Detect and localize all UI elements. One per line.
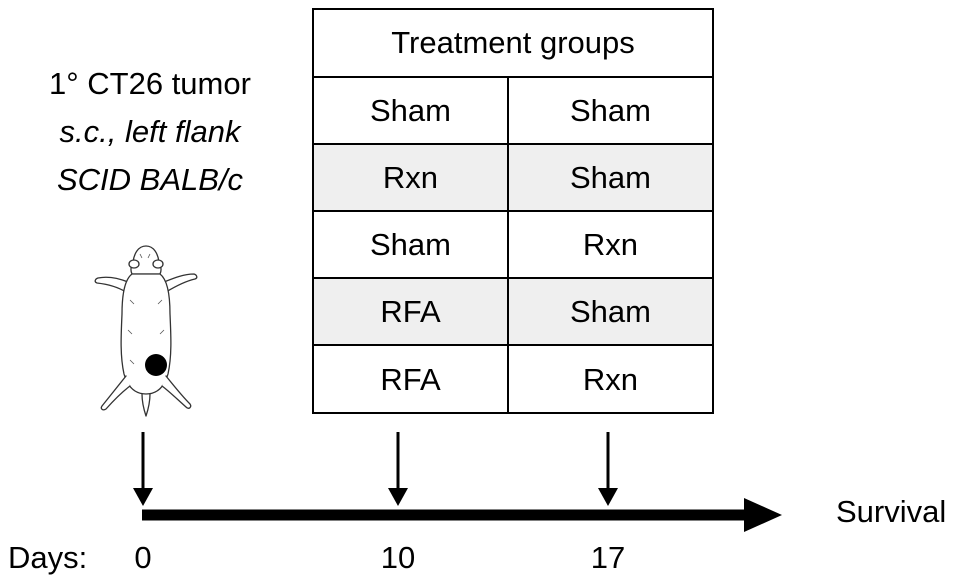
timeline-arrowhead	[744, 498, 782, 532]
table-row: Sham Sham	[314, 78, 712, 145]
second-treatment-cell: Rxn	[582, 226, 639, 262]
second-treatment-cell: Sham	[570, 293, 651, 329]
second-treatment-cell: Sham	[570, 159, 651, 195]
first-treatment-cell: Rxn	[314, 145, 509, 210]
table-header: Treatment groups	[314, 10, 712, 78]
table-row: Sham Rxn	[314, 212, 712, 279]
day-17-arrow	[598, 432, 618, 506]
tumor-description: 1° CT26 tumor s.c., left flank SCID BALB…	[0, 60, 300, 204]
day-0-arrow	[133, 432, 153, 506]
first-treatment-cell: Sham	[314, 78, 509, 143]
survival-label: Survival	[836, 494, 947, 529]
days-axis-label: Days:	[8, 540, 88, 575]
tumor-line-1: 1° CT26 tumor	[49, 66, 251, 101]
first-treatment-cell: RFA	[314, 279, 509, 344]
day-tick-10: 10	[380, 540, 416, 575]
tumor-line-3: SCID BALB/c	[56, 162, 244, 197]
table-row: RFA Sham	[314, 279, 712, 346]
day-tick-0: 0	[134, 540, 152, 575]
table-row: RFA Rxn	[314, 346, 712, 413]
day-tick-17: 17	[590, 540, 626, 575]
table-row: Rxn Sham	[314, 145, 712, 212]
day-10-arrow	[388, 432, 408, 506]
treatment-groups-table: Treatment groups Sham Sham Rxn Sham Sham…	[312, 8, 714, 414]
tumor-line-2: s.c., left flank	[59, 114, 241, 149]
first-treatment-cell: Sham	[314, 212, 509, 277]
mouse-illustration	[94, 245, 198, 417]
second-treatment-cell: Rxn	[582, 361, 639, 397]
tumor-dot	[145, 354, 167, 376]
second-treatment-cell: Sham	[570, 92, 651, 128]
first-treatment-cell: RFA	[314, 346, 509, 413]
